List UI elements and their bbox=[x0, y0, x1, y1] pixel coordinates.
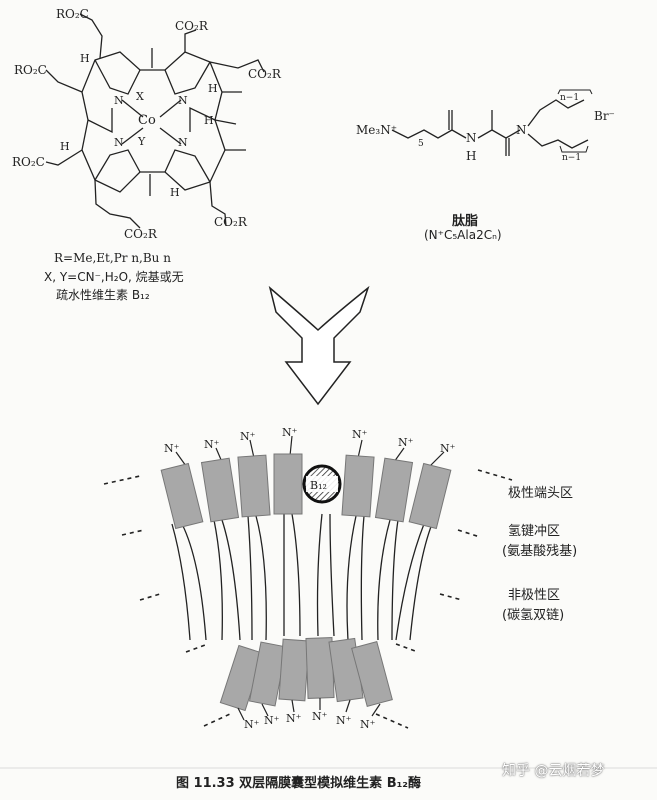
b12-h3: H bbox=[204, 114, 214, 127]
lower-nplus-6: N⁺ bbox=[360, 718, 376, 731]
b12-co2r-lowright: CO₂R bbox=[214, 215, 248, 229]
upper-nplus-4: N⁺ bbox=[282, 426, 298, 439]
b12-axial-y: Y bbox=[137, 135, 146, 148]
b12-labels: RO₂C CO₂R RO₂C CO₂R RO₂C CO₂R CO₂R X Co … bbox=[12, 7, 282, 265]
region-hydrocarbon: (碳氢双链) bbox=[502, 608, 565, 623]
region-polar-head: 极性端头区 bbox=[508, 486, 574, 501]
upper-nplus-2: N⁺ bbox=[204, 438, 220, 451]
lipid-bromide: Br⁻ bbox=[594, 109, 615, 123]
region-amino-residue: (氨基酸残基) bbox=[502, 544, 578, 559]
lower-leaflet: N⁺ N⁺ N⁺ N⁺ N⁺ N⁺ bbox=[219, 637, 393, 731]
b12-h1: H bbox=[80, 52, 90, 65]
b12-r-line: R=Me,Et,Pr n,Bu n bbox=[54, 251, 171, 265]
b12-co2r-right: CO₂R bbox=[248, 67, 282, 81]
upper-leaflet: N⁺ N⁺ N⁺ N⁺ N⁺ N⁺ N⁺ bbox=[160, 426, 456, 641]
b12-guest: B₁₂ bbox=[302, 464, 342, 504]
lipid-n-amide: N bbox=[466, 131, 477, 145]
b12-h2: H bbox=[208, 82, 218, 95]
lower-nplus-4: N⁺ bbox=[312, 710, 328, 723]
lipid-h-amide: H bbox=[466, 149, 476, 163]
lipid-structure bbox=[391, 89, 593, 156]
lipid-formula: (N⁺C₅Ala2Cₙ) bbox=[424, 228, 502, 242]
upper-nplus-7: N⁺ bbox=[440, 442, 456, 455]
b12-guest-label: B₁₂ bbox=[310, 479, 327, 492]
lipid-sub-n1-bot: n−1 bbox=[562, 153, 581, 163]
region-nonpolar: 非极性区 bbox=[508, 588, 561, 603]
lower-nplus-2: N⁺ bbox=[264, 714, 280, 727]
b12-structure bbox=[45, 13, 265, 229]
region-hbond-buffer: 氢键冲区 bbox=[508, 524, 561, 539]
b12-h4: H bbox=[60, 140, 70, 153]
b12-name-line: 疏水性维生素 B₁₂ bbox=[56, 288, 150, 302]
b12-co2r-top: CO₂R bbox=[175, 19, 209, 33]
b12-ro2c-left: RO₂C bbox=[14, 63, 47, 77]
lipid-me3n: Me₃N⁺ bbox=[356, 123, 397, 137]
membrane-boundaries bbox=[103, 469, 513, 729]
lower-nplus-1: N⁺ bbox=[244, 718, 260, 731]
watermark: 知乎 @云烟若梦 bbox=[502, 763, 605, 779]
upper-nplus-6: N⁺ bbox=[398, 436, 414, 449]
upper-nplus-1: N⁺ bbox=[164, 442, 180, 455]
b12-ro2c-lower: RO₂C bbox=[12, 155, 45, 169]
b12-n3: N bbox=[114, 136, 124, 149]
b12-n1: N bbox=[114, 94, 124, 107]
upper-nplus-3: N⁺ bbox=[240, 430, 256, 443]
lower-nplus-5: N⁺ bbox=[336, 714, 352, 727]
b12-axial-x: X bbox=[136, 90, 144, 103]
lower-nplus-3: N⁺ bbox=[286, 712, 302, 725]
b12-xy-line: X, Y=CN⁻,H₂O, 烷基或无 bbox=[44, 270, 184, 284]
b12-co2r-bottom: CO₂R bbox=[124, 227, 158, 241]
b12-h5: H bbox=[170, 186, 180, 199]
upper-nplus-5: N⁺ bbox=[352, 428, 368, 441]
lipid-sub-n1-top: n−1 bbox=[560, 93, 579, 103]
merge-arrow bbox=[268, 285, 370, 406]
b12-cobalt: Co bbox=[138, 113, 156, 128]
lipid-labels: Me₃N⁺ 5 N H N n−1 n−1 Br⁻ bbox=[356, 93, 615, 163]
b12-ro2c-top: RO₂C bbox=[56, 7, 89, 21]
b12-n2: N bbox=[178, 94, 188, 107]
upper-tails bbox=[171, 513, 433, 641]
lipid-n-tail: N bbox=[516, 123, 527, 137]
lipid-name: 肽脂 bbox=[452, 214, 479, 229]
b12-n4: N bbox=[178, 136, 188, 149]
figure-caption: 图 11.33 双层隔膜囊型模拟维生素 B₁₂酶 bbox=[176, 776, 421, 791]
lipid-sub5: 5 bbox=[418, 139, 424, 149]
